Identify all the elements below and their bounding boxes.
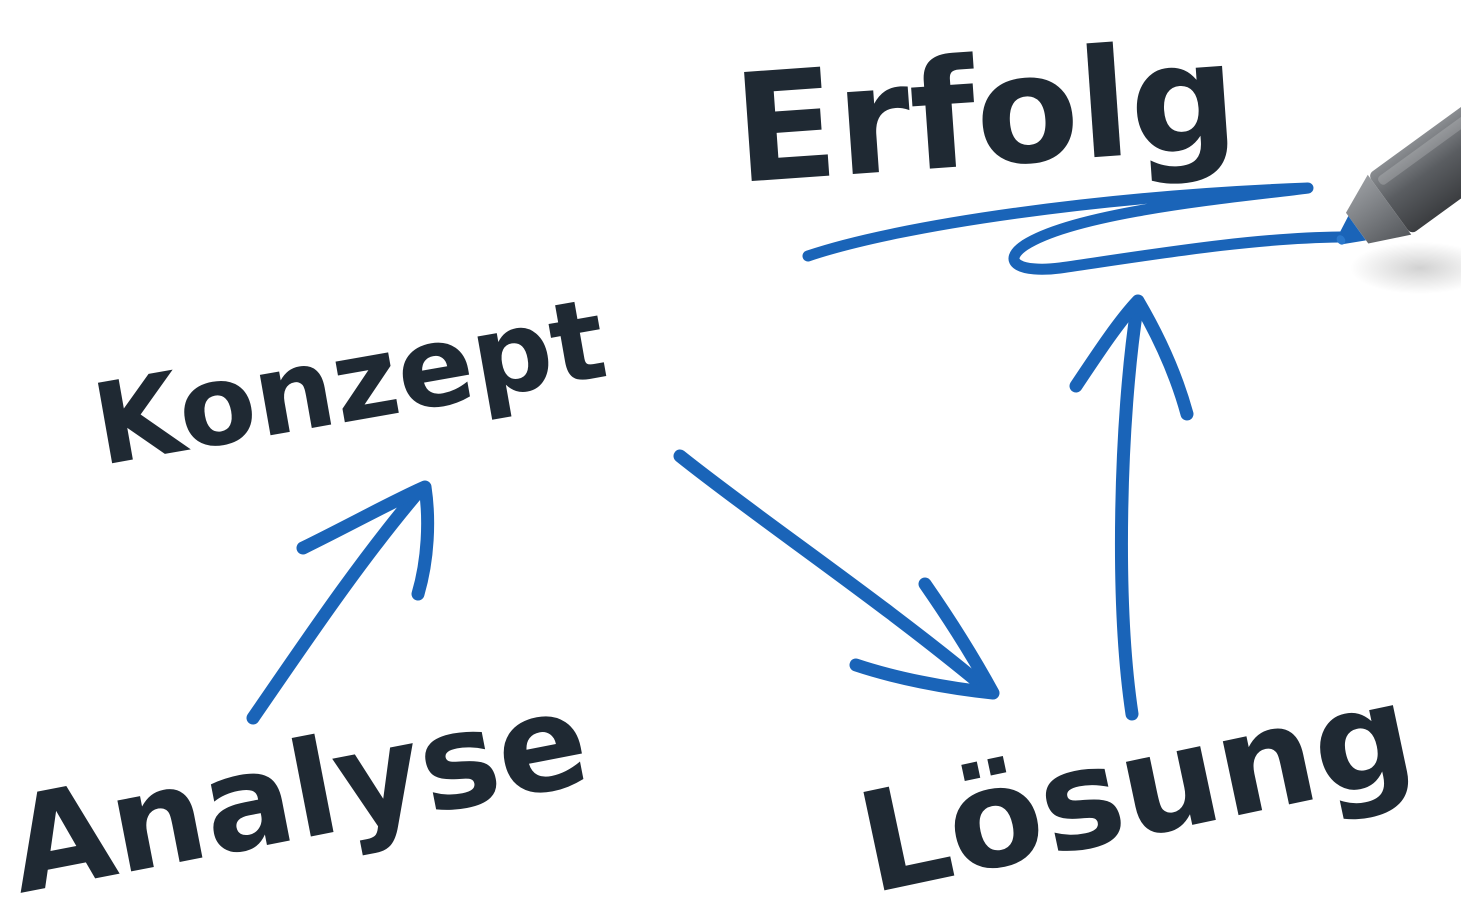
arrow-analyse-to-konzept-head	[296, 480, 435, 601]
arrow-konzept-to-loesung-head	[849, 577, 1000, 700]
arrow-konzept-to-loesung	[673, 449, 997, 699]
word-erfolg: Erfolg	[728, 9, 1242, 218]
arrow-loesung-to-erfolg	[1114, 301, 1144, 721]
word-analyse: Analyse	[0, 662, 600, 897]
marker-strokes	[246, 182, 1346, 725]
arrow-analyse-to-konzept	[246, 483, 427, 725]
arrow-loesung-to-erfolg-head	[1069, 294, 1194, 421]
word-konzept: Konzept	[84, 274, 615, 492]
marker-pen-icon	[1336, 83, 1461, 294]
erfolg-underline-stroke	[802, 182, 1346, 275]
